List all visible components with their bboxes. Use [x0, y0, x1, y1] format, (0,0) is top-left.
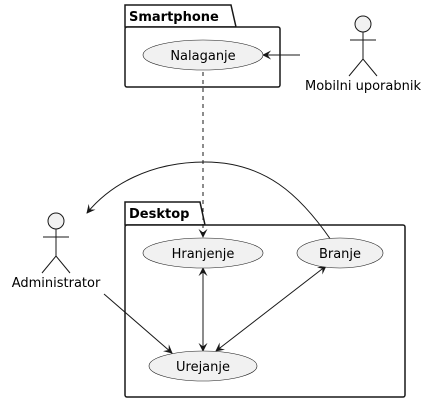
use-case-nalaganje-label: Nalaganje — [170, 49, 235, 64]
use-case-urejanje-label: Urejanje — [176, 360, 230, 375]
use-case-branje-label: Branje — [319, 247, 361, 262]
use-case-hranjenje-ellipse — [142, 237, 264, 269]
edge-administrator-to-urejanje — [103, 293, 173, 354]
actor-mobile-user-label: Mobilni uporabnik — [305, 79, 421, 94]
use-case-urejanje-ellipse — [148, 350, 258, 382]
actor-mobile-user-head-icon — [354, 15, 372, 33]
use-case-nalaganje: Nalaganje — [142, 39, 264, 71]
actor-administrator: Administrator — [12, 212, 101, 291]
use-case-branje: Branje — [296, 237, 384, 269]
use-case-urejanje: Urejanje — [148, 350, 258, 382]
use-case-branje-ellipse — [296, 237, 384, 269]
package-smartphone: Smartphone — [124, 4, 281, 88]
actor-administrator-head-icon — [47, 212, 65, 230]
package-smartphone-title: Smartphone — [129, 10, 219, 25]
actor-mobile-user-legs — [348, 58, 378, 77]
edge-branje-urejanje — [215, 265, 327, 352]
actor-mobile-user: Mobilni uporabnik — [305, 15, 421, 94]
edges — [86, 50, 332, 354]
use-case-hranjenje: Hranjenje — [142, 237, 264, 269]
use-case-hranjenje-label: Hranjenje — [172, 247, 235, 262]
use-case-nalaganje-ellipse — [142, 39, 264, 71]
edge-branje-to-administrator — [86, 161, 332, 241]
actor-administrator-label: Administrator — [12, 276, 101, 291]
package-desktop-title: Desktop — [129, 207, 189, 222]
actor-administrator-legs — [41, 255, 71, 274]
